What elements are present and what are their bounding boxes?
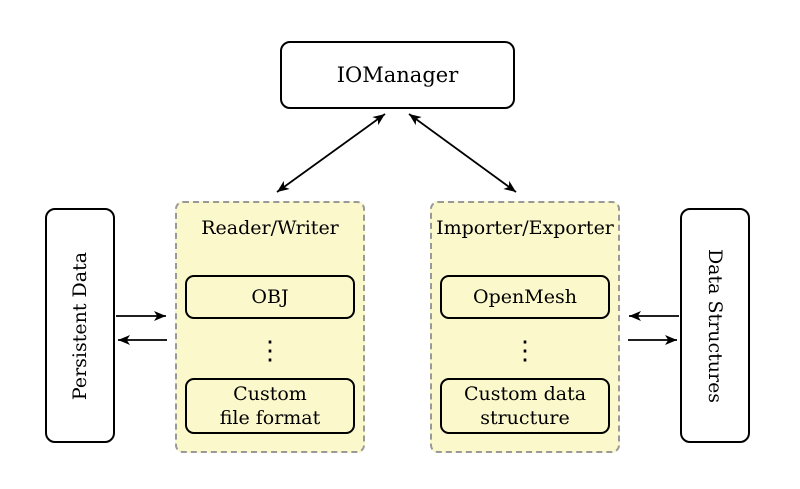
- node-persistent-data-label: Persistent Data: [69, 251, 91, 400]
- node-openmesh: OpenMesh: [440, 275, 610, 319]
- node-persistent-data: Persistent Data: [45, 208, 115, 443]
- node-iomanager-label: IOManager: [336, 63, 459, 87]
- vertical-ellipsis-importer-exporter: ⋮: [512, 336, 538, 366]
- arrow-iomanager-importerexporter: [408, 113, 517, 193]
- group-importer-exporter-title: Importer/Exporter: [436, 217, 614, 239]
- vertical-ellipsis-reader-writer: ⋮: [257, 336, 283, 366]
- group-reader-writer-title: Reader/Writer: [201, 217, 339, 239]
- group-reader-writer: Reader/Writer OBJ ⋮ Custom file format: [175, 201, 365, 453]
- node-obj: OBJ: [185, 275, 355, 319]
- group-importer-exporter: Importer/Exporter OpenMesh ⋮ Custom data…: [430, 201, 620, 453]
- node-data-structures-label: Data Structures: [704, 248, 726, 403]
- node-iomanager: IOManager: [280, 41, 515, 109]
- node-custom-data-structure: Custom data structure: [440, 378, 610, 434]
- node-custom-file-format: Custom file format: [185, 378, 355, 434]
- arrow-iomanager-readerwriter: [276, 113, 386, 193]
- node-data-structures: Data Structures: [680, 208, 750, 443]
